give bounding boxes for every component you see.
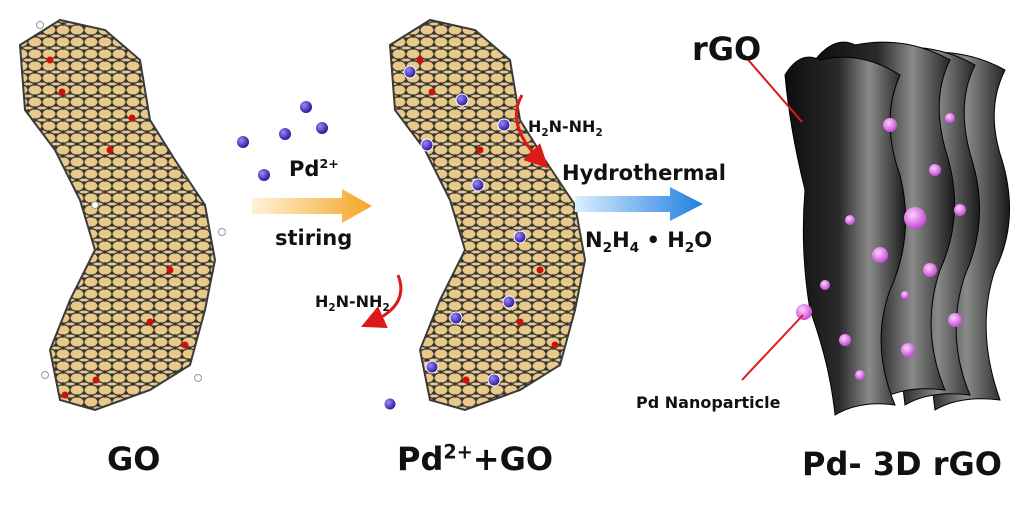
hydrazine-bottom-rest: N-NH xyxy=(335,292,383,311)
hydrazine-bottom-h: H xyxy=(315,292,329,311)
step2-reagent-h-sub: 4 xyxy=(629,240,640,257)
step1-condition: stiring xyxy=(275,226,353,250)
step1-reagent-sup: 2+ xyxy=(319,156,339,171)
pd-go-label: Pd2++GO xyxy=(397,440,554,478)
pd-nanoparticle-label: Pd Nanoparticle xyxy=(636,393,781,412)
go-sheet xyxy=(18,18,226,412)
hydrazine-top-h-sub: 2 xyxy=(541,127,549,140)
hydrazine-bottom-rest-sub: 2 xyxy=(382,302,390,315)
pd-go-label-sup: 2+ xyxy=(443,440,473,464)
step2-reagent-n: N xyxy=(585,228,603,252)
pd-go-oxygen-atoms xyxy=(416,56,559,384)
go-oxygen-atoms xyxy=(46,56,189,399)
step2-method: Hydrothermal xyxy=(562,161,726,185)
step2-reagent: N2H4 • H2O xyxy=(585,228,713,256)
rgo-stack xyxy=(784,41,1010,416)
pd-nanoparticles xyxy=(796,113,966,380)
pd-nano-pointer-line xyxy=(741,314,804,381)
step2-reagent-o: O xyxy=(694,228,713,252)
hydrazine-curve-arrow-bottom xyxy=(361,274,403,329)
pd-go-label-tail: +GO xyxy=(472,440,554,478)
product-label: Pd- 3D rGO xyxy=(802,445,1002,483)
go-label: GO xyxy=(107,440,161,478)
rgo-label: rGO xyxy=(692,30,762,68)
step1-reagent: Pd2+ xyxy=(289,156,339,181)
hydrazine-label-bottom: H2N-NH2 xyxy=(315,292,390,314)
hydrazine-label-top: H2N-NH2 xyxy=(528,117,603,139)
step2-reagent-n-sub: 2 xyxy=(602,240,613,257)
step1-arrow xyxy=(252,189,372,223)
step2-reagent-h2-sub: 2 xyxy=(684,240,695,257)
hydrazine-top-h: H xyxy=(528,117,542,136)
hydrazine-top-rest: N-NH xyxy=(548,117,596,136)
pd-go-sheet xyxy=(383,18,587,412)
step2-reagent-h: H xyxy=(612,228,630,252)
hydrazine-top-rest-sub: 2 xyxy=(595,127,603,140)
pd-ions xyxy=(237,101,328,181)
step2-reagent-mid: • H xyxy=(639,228,685,252)
pd-go-ions xyxy=(383,65,527,411)
rgo-pointer-line xyxy=(743,54,803,123)
go-hydrogen-atoms xyxy=(36,21,226,382)
hydrazine-bottom-h-sub: 2 xyxy=(328,302,336,315)
step1-reagent-base: Pd xyxy=(289,157,320,181)
pd-go-label-base: Pd xyxy=(397,440,444,478)
hydrazine-curve-arrow-top xyxy=(514,94,549,169)
step2-arrow xyxy=(575,187,703,221)
